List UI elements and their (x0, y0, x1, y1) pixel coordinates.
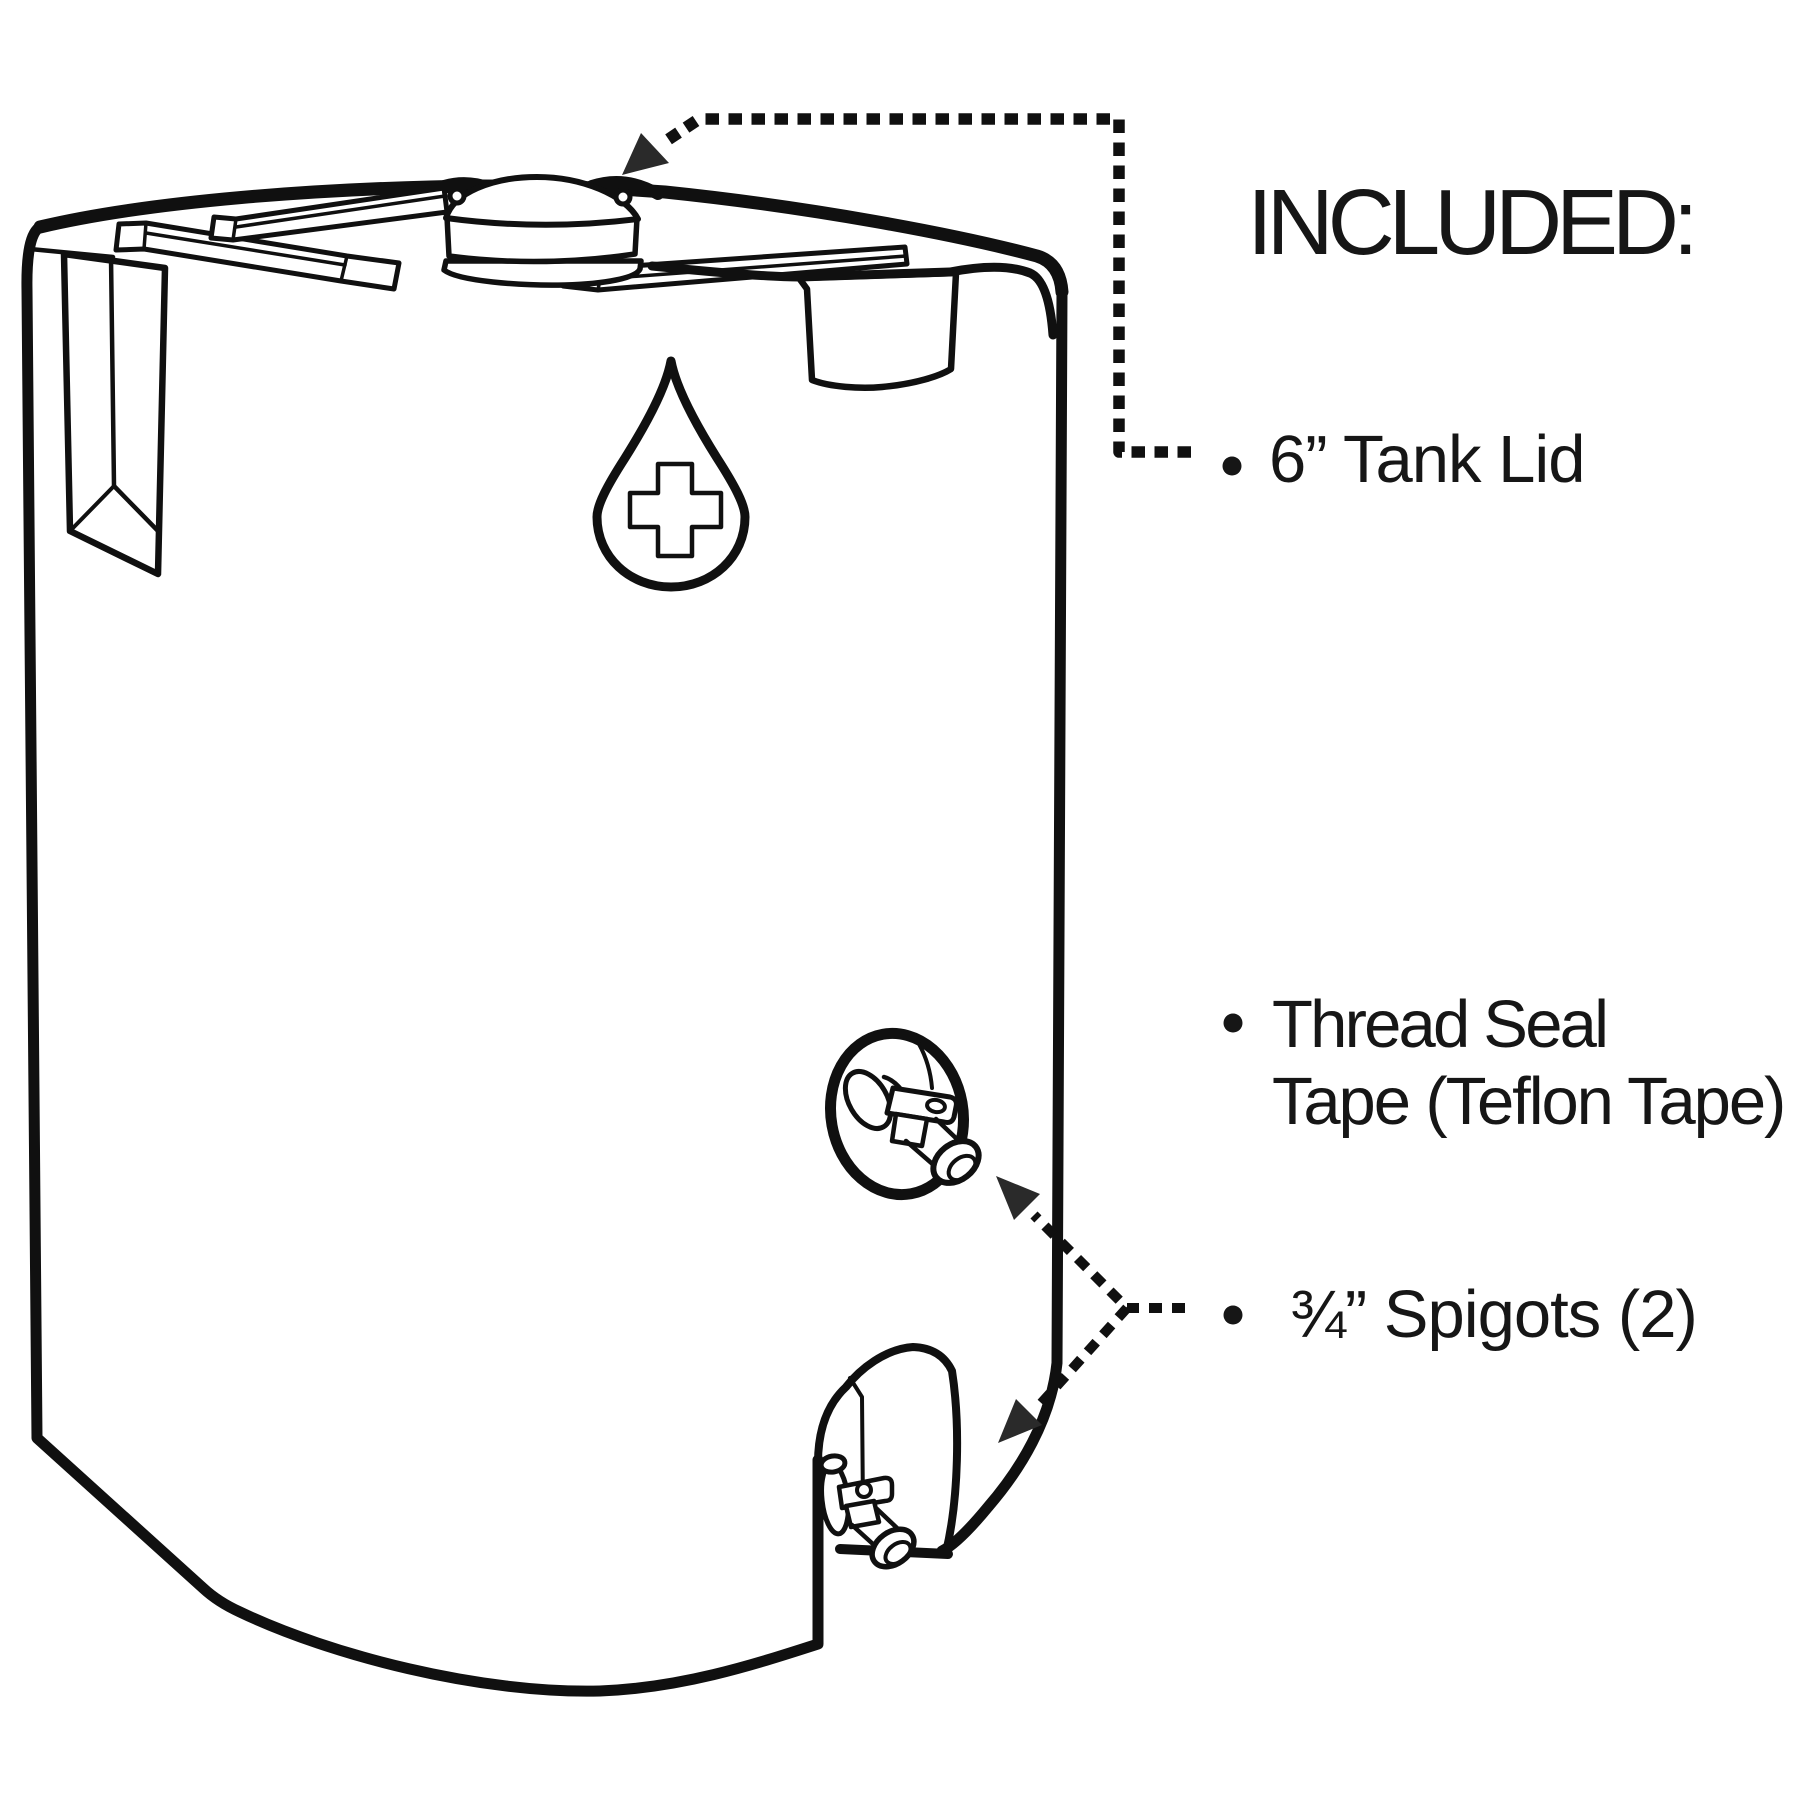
svg-text:Thread Seal: Thread Seal (1272, 987, 1606, 1062)
svg-text:Tape (Teflon Tape): Tape (Teflon Tape) (1272, 1064, 1784, 1139)
svg-text:6” Tank Lid: 6” Tank Lid (1269, 422, 1585, 497)
svg-text:INCLUDED:: INCLUDED: (1247, 170, 1692, 274)
svg-text:¾” Spigots (2): ¾” Spigots (2) (1290, 1277, 1697, 1352)
